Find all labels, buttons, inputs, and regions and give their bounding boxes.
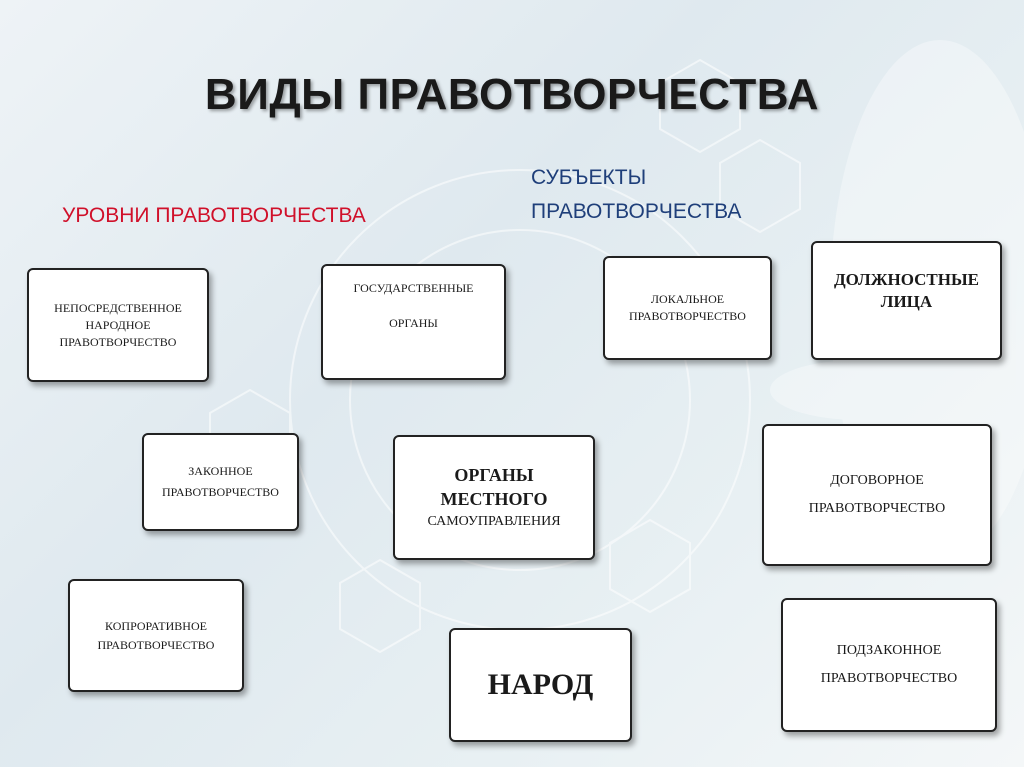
box-bylaw-lawmaking: ПОДЗАКОННОЕ ПРАВОТВОРЧЕСТВО xyxy=(781,598,997,732)
box-line: ДОЛЖНОСТНЫЕ xyxy=(833,270,980,289)
box-line: ПРАВОТВОРЧЕСТВО xyxy=(162,485,279,499)
box-local-lawmaking: ЛОКАЛЬНОЕ ПРАВОТВОРЧЕСТВО xyxy=(603,256,772,360)
box-line: ЛОКАЛЬНОЕ xyxy=(650,292,725,306)
box-line: НАРОД xyxy=(487,668,594,701)
box-line: НАРОДНОЕ xyxy=(85,317,151,332)
box-contractual-lawmaking: ДОГОВОРНОЕ ПРАВОТВОРЧЕСТВО xyxy=(762,424,992,566)
box-line: ПОДЗАКОННОЕ xyxy=(836,643,942,658)
box-officials: ДОЛЖНОСТНЫЕ ЛИЦА xyxy=(811,241,1002,360)
box-line: ОРГАНЫ xyxy=(454,464,534,485)
box-line: САМОУПРАВЛЕНИЯ xyxy=(427,513,561,529)
subjects-heading: СУБЪЕКТЫ ПРАВОТВОРЧЕСТВА xyxy=(531,161,741,229)
box-line: ДОГОВОРНОЕ xyxy=(830,473,924,488)
box-people: НАРОД xyxy=(449,628,632,742)
box-line: ПРАВОТВОРЧЕСТВО xyxy=(97,637,215,652)
box-line: ГОСУДАРСТВЕННЫЕ xyxy=(353,281,474,295)
box-line: ОРГАНЫ xyxy=(389,316,438,330)
box-line: ЗАКОННОЕ xyxy=(188,464,253,478)
box-line: ПРАВОТВОРЧЕСТВО xyxy=(59,334,177,349)
box-line: НЕПОСРЕДСТВЕННОЕ xyxy=(54,300,182,315)
box-line: КОПРОРАТИВНОЕ xyxy=(105,618,207,633)
box-legislative-lawmaking: ЗАКОННОЕ ПРАВОТВОРЧЕСТВО xyxy=(142,433,299,531)
box-line: ПРАВОТВОРЧЕСТВО xyxy=(808,501,946,516)
box-line: ПРАВОТВОРЧЕСТВО xyxy=(629,309,746,323)
subjects-heading-line1: СУБЪЕКТЫ xyxy=(531,166,647,189)
box-state-bodies: ГОСУДАРСТВЕННЫЕ ОРГАНЫ xyxy=(321,264,506,380)
page-title: ВИДЫ ПРАВОТВОРЧЕСТВА xyxy=(204,70,820,119)
box-line: ЛИЦА xyxy=(880,292,933,311)
levels-heading: УРОВНИ ПРАВОТВОРЧЕСТВА xyxy=(62,204,366,227)
box-line: МЕСТНОГО xyxy=(440,488,548,509)
box-corporate-lawmaking: КОПРОРАТИВНОЕ ПРАВОТВОРЧЕСТВО xyxy=(68,579,244,692)
box-direct-people-lawmaking: НЕПОСРЕДСТВЕННОЕ НАРОДНОЕ ПРАВОТВОРЧЕСТВ… xyxy=(27,268,209,382)
box-local-self-government: ОРГАНЫ МЕСТНОГО САМОУПРАВЛЕНИЯ xyxy=(393,435,595,560)
box-line: ПРАВОТВОРЧЕСТВО xyxy=(820,671,958,686)
subjects-heading-line2: ПРАВОТВОРЧЕСТВА xyxy=(531,200,742,223)
